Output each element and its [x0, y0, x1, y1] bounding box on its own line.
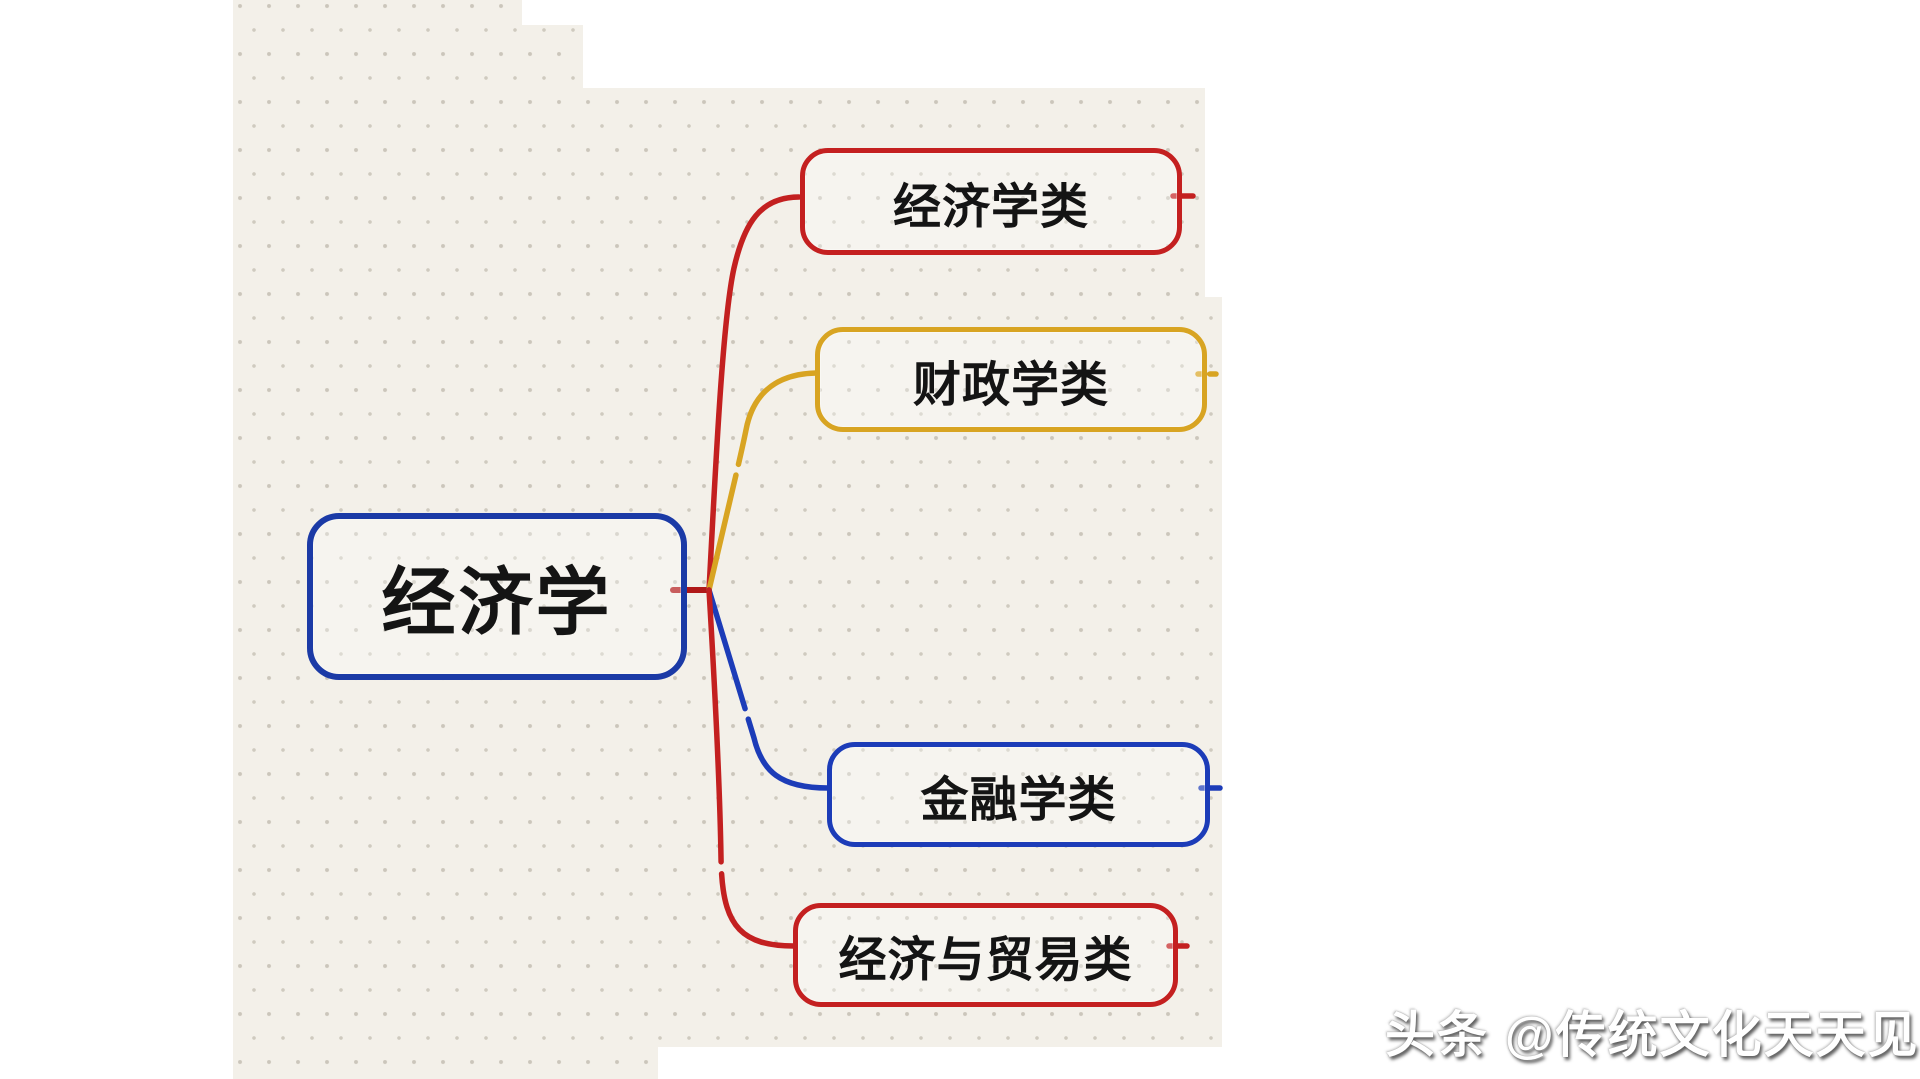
- connector-fiscal: [706, 370, 819, 593]
- branch-node-fiscal[interactable]: 财政学类: [815, 327, 1207, 432]
- root-node-label: 经济学: [381, 561, 613, 644]
- branch-node-finance[interactable]: 金融学类: [827, 742, 1210, 847]
- branch-node-economics[interactable]: 经济学类: [800, 148, 1182, 255]
- branch-node-label: 财政学类: [912, 358, 1109, 412]
- branch-node-label: 金融学类: [920, 773, 1117, 827]
- connector-economics: [706, 194, 802, 593]
- connector-trade: [706, 587, 797, 949]
- watermark-text: 头条 @传统文化天天见: [1385, 1007, 1920, 1063]
- connector-finance: [706, 587, 831, 791]
- branch-node-trade[interactable]: 经济与贸易类: [793, 903, 1178, 1007]
- root-node-economics[interactable]: 经济学: [307, 513, 687, 680]
- branch-node-label: 经济学类: [892, 180, 1089, 234]
- branch-node-label: 经济与贸易类: [838, 934, 1133, 987]
